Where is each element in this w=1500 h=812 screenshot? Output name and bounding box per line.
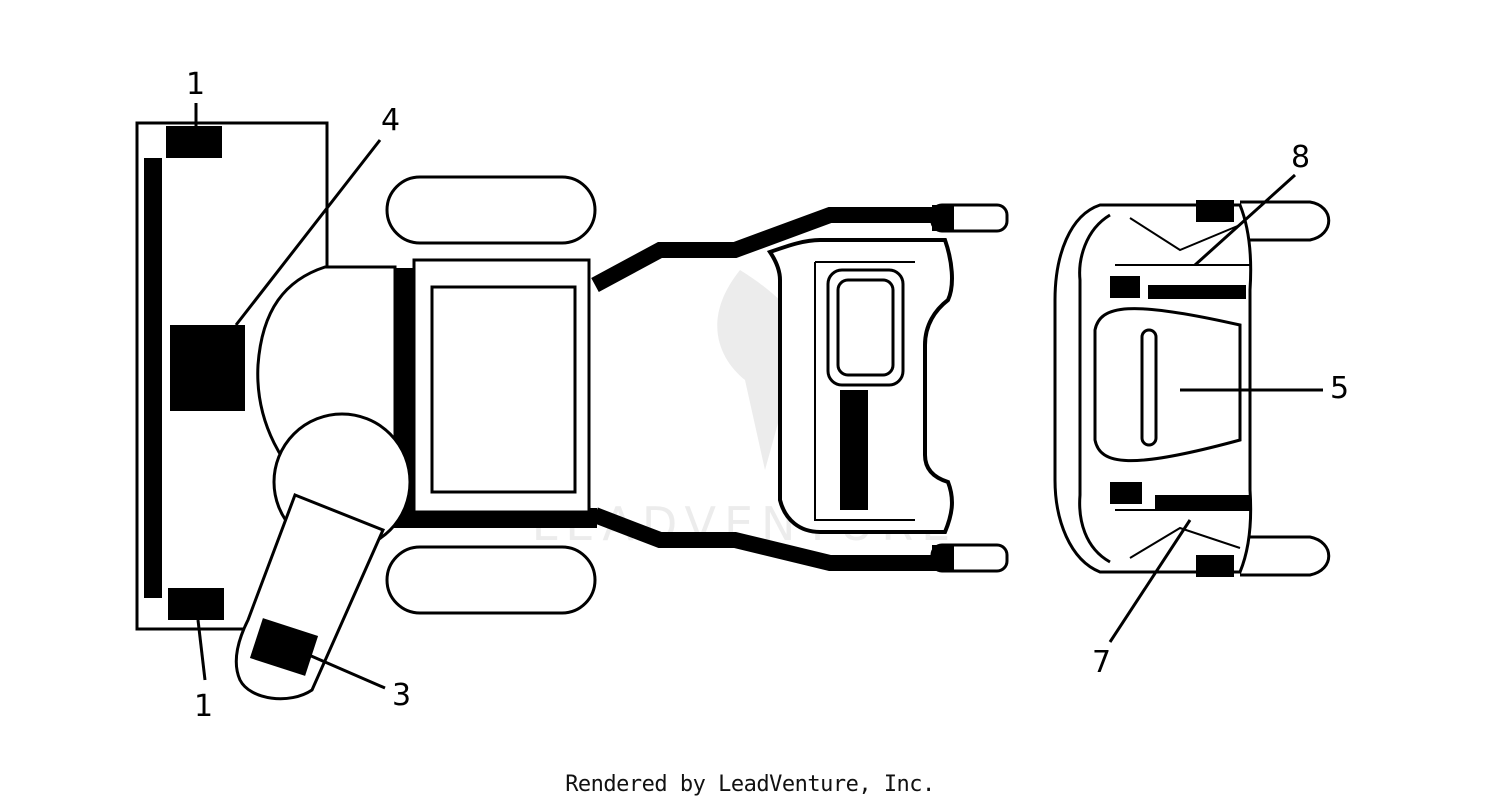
leader-1-bottom — [196, 619, 207, 681]
hood-small-decal-top — [1110, 276, 1140, 298]
seat-panel — [430, 285, 577, 494]
callout-leaders — [194, 103, 1323, 690]
hood-grille — [1093, 307, 1242, 463]
hood-bottom-pad — [1196, 555, 1234, 577]
hood-top-pad — [1196, 200, 1234, 222]
decal-1-bottom-marker — [168, 588, 224, 620]
leader-8 — [1193, 173, 1297, 267]
render-credit: Rendered by LeadVenture, Inc. — [565, 772, 935, 797]
decal-4-marker — [170, 325, 245, 411]
callout-7: 7 — [1092, 645, 1111, 680]
frame-rail-bottom — [592, 507, 935, 571]
rear-wheel-top — [385, 175, 597, 245]
frame-rail-top — [591, 207, 935, 293]
callout-5: 5 — [1330, 371, 1349, 406]
hood-small-decal-bottom — [1110, 482, 1142, 504]
callout-4: 4 — [381, 103, 400, 138]
console-decal-strip — [840, 390, 868, 510]
gauge-inner — [836, 278, 895, 377]
decal-1-top-marker — [166, 126, 222, 158]
console-inner — [814, 261, 915, 521]
front-grip-bottom-band — [932, 545, 954, 571]
front-grip-top-band — [932, 205, 954, 231]
tractor-body — [234, 175, 1009, 701]
decal-3-marker — [249, 618, 319, 676]
callout-1-top: 1 — [186, 67, 205, 102]
deck-rail — [144, 158, 162, 598]
hood-inner-bottom — [1115, 509, 1250, 559]
decal-7-marker — [1155, 495, 1250, 509]
callout-3: 3 — [392, 678, 411, 713]
leader-7 — [1108, 519, 1192, 643]
decal-8-marker — [1148, 285, 1246, 299]
callout-labels: 1 1 4 3 5 8 7 — [186, 67, 1349, 724]
rear-wheel-bottom — [385, 545, 597, 615]
hood-assembly — [1053, 200, 1331, 577]
leader-3 — [301, 650, 386, 690]
callout-8: 8 — [1291, 140, 1310, 175]
callout-1-bottom: 1 — [194, 689, 213, 724]
front-handle-bottom — [1240, 535, 1331, 577]
front-handle-top — [1240, 200, 1331, 242]
hood-slot — [1140, 328, 1158, 447]
hood-inner-top — [1115, 217, 1250, 266]
hood-frame-left — [1078, 213, 1111, 564]
leader-4 — [234, 139, 382, 326]
